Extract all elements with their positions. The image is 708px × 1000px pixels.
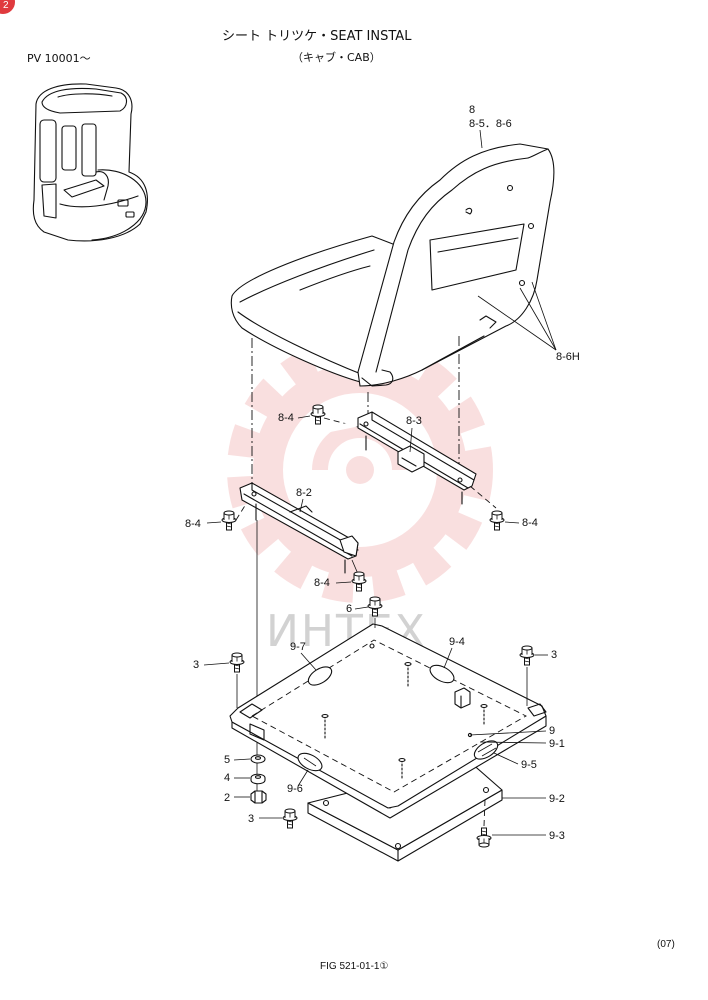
callout-leaders — [203, 129, 557, 836]
badge-circle — [0, 0, 15, 14]
plate-screw — [480, 703, 488, 727]
plate-bolt-bottom — [282, 808, 298, 829]
seat-cushion — [230, 235, 399, 385]
plate-screw — [398, 757, 406, 781]
callout-label: 8-4 — [185, 518, 201, 530]
callout-label: 8-4 — [314, 577, 330, 589]
plate-screw — [321, 713, 329, 739]
callout-label: 9-2 — [549, 793, 565, 805]
callout-label: 8-4 — [278, 412, 294, 424]
rail-bolt-lower — [351, 571, 367, 592]
callout-label: 9-3 — [549, 830, 565, 842]
callout-label: 8-3 — [406, 415, 422, 427]
seat-backrest — [357, 143, 555, 387]
callout-label: 9-7 — [290, 641, 306, 653]
plate-notch — [473, 740, 499, 760]
rail-bolt-top — [310, 404, 326, 425]
page-number: (07) — [657, 939, 675, 950]
callout-label: 8-2 — [296, 487, 312, 499]
serial-range: PV 10001～ — [27, 52, 91, 65]
callout-label: 5 — [224, 754, 230, 766]
callout-label: 9-1 — [549, 738, 565, 750]
callout-label: 2 — [224, 792, 230, 804]
figure-number: FIG 521-01-1① — [320, 961, 388, 972]
callout-label: 8-4 — [522, 517, 538, 529]
callout-label: 3 — [193, 659, 199, 671]
callout-label: 3 — [248, 813, 254, 825]
callout-label: 3 — [551, 649, 557, 661]
callout-label: 9 — [549, 725, 555, 737]
rail-bolt-right — [489, 510, 505, 531]
backrest-hole — [518, 279, 526, 287]
lower-slide-rail — [239, 482, 359, 574]
callout-label: 8-5．8-6 — [469, 118, 512, 130]
plate-bolt-left — [229, 652, 245, 673]
rail-bolt-left — [221, 510, 237, 531]
washer-item-4 — [250, 773, 266, 785]
nut-item-2 — [250, 790, 267, 804]
backrest-hole — [527, 222, 535, 230]
backrest-hole — [506, 184, 514, 192]
washer-item-5 — [250, 754, 266, 764]
callout-label: 4 — [224, 772, 230, 784]
callout-label: 9-5 — [521, 759, 537, 771]
cab-thumbnail — [32, 83, 148, 242]
seat-assembly — [230, 143, 555, 387]
seat-mounting-plate — [229, 623, 547, 819]
plate-screw — [404, 661, 412, 687]
callout-label: 9-4 — [449, 636, 465, 648]
page-subtitle: （キャブ・CAB） — [292, 50, 381, 64]
plate-notch — [307, 666, 333, 686]
pad-bolt — [476, 827, 492, 848]
callout-label: 6 — [346, 603, 352, 615]
page-badge: 2 — [0, 0, 15, 14]
page-title: シート トリツケ・SEAT INSTAL — [222, 29, 412, 44]
plate-bolt-right — [519, 645, 535, 666]
upper-slide-rail — [312, 411, 477, 505]
plate-notch — [429, 664, 455, 684]
badge-number: 2 — [3, 0, 9, 11]
callout-label: 8 — [469, 104, 475, 116]
callout-label: 9-6 — [287, 783, 303, 795]
callout-label: 8-6H — [556, 351, 580, 363]
callout-labels: 8 8-5．8-6 8-6H 8-4 8-3 8-2 8-4 8-4 8-4 6… — [185, 104, 580, 842]
